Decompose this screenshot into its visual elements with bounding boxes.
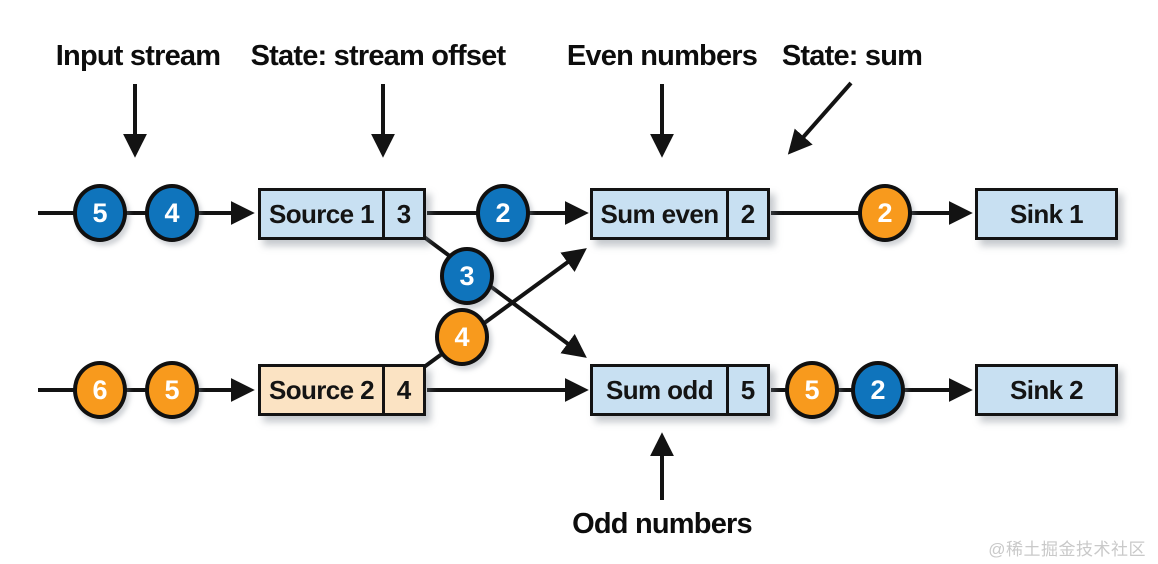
stream-offset-label: State: stream offset	[250, 40, 507, 72]
watermark-text: @稀土掘金技术社区	[988, 540, 1146, 559]
input-stream-label: Input stream	[55, 40, 221, 72]
sum-even-node: Sum even 2	[590, 188, 770, 240]
state-sum-label: State: sum	[781, 40, 923, 72]
sink1-node: Sink 1	[975, 188, 1118, 240]
source1-node: Source 1 3	[258, 188, 426, 240]
token-input-top-4: 4	[145, 184, 199, 242]
source2-state-offset: 4	[382, 367, 423, 413]
source2-label: Source 2	[268, 374, 375, 405]
token-even-2: 2	[476, 184, 530, 242]
sum-odd-node: Sum odd 5	[590, 364, 770, 416]
sum-odd-label: Sum odd	[605, 374, 714, 405]
sum-even-state: 2	[726, 191, 767, 237]
source1-state-offset: 3	[382, 191, 423, 237]
source1-label: Source 1	[268, 198, 375, 229]
sink2-label: Sink 2	[1010, 374, 1084, 405]
token-input-bottom-6: 6	[73, 361, 127, 419]
annotation-arrow-state-sum	[787, 81, 853, 155]
token-sum-odd-out-2: 2	[851, 361, 905, 419]
token-cross-odd-3: 3	[440, 247, 494, 305]
token-sum-even-out-2: 2	[858, 184, 912, 242]
token-input-bottom-5: 5	[145, 361, 199, 419]
odd-numbers-label: Odd numbers	[572, 508, 753, 540]
source2-node: Source 2 4	[258, 364, 426, 416]
token-sum-odd-out-5: 5	[785, 361, 839, 419]
token-cross-even-4: 4	[435, 308, 489, 366]
token-input-top-5: 5	[73, 184, 127, 242]
sum-odd-state: 5	[726, 367, 767, 413]
sum-even-label: Sum even	[600, 198, 719, 229]
sink2-node: Sink 2	[975, 364, 1118, 416]
sink1-label: Sink 1	[1010, 198, 1084, 229]
flow-arrow-source1-to-sumodd-cross	[418, 232, 587, 358]
even-numbers-label: Even numbers	[566, 40, 758, 72]
